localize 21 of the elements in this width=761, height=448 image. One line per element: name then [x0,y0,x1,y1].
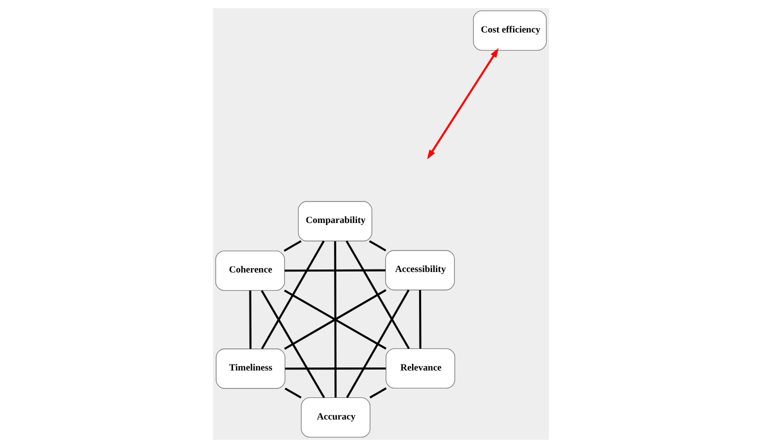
connector [248,290,252,349]
connector [334,241,336,398]
connector [346,290,410,398]
connector [284,269,385,272]
node-box: Coherence [214,250,284,291]
node-box: Timeliness [215,348,285,389]
connector [345,240,410,350]
connector [368,240,386,252]
node-box: Comparability [297,201,372,242]
node-box: Cost efficiency [472,10,546,51]
node-box: Relevance [385,348,455,389]
connector [418,290,421,349]
connector [283,240,302,252]
connector [260,240,324,350]
connector [284,367,386,370]
connector [284,388,302,398]
node-box: Accuracy [300,397,370,438]
node-box: Accessibility [384,250,454,290]
arrow [426,48,498,160]
connector [369,387,386,398]
connector [260,290,324,398]
